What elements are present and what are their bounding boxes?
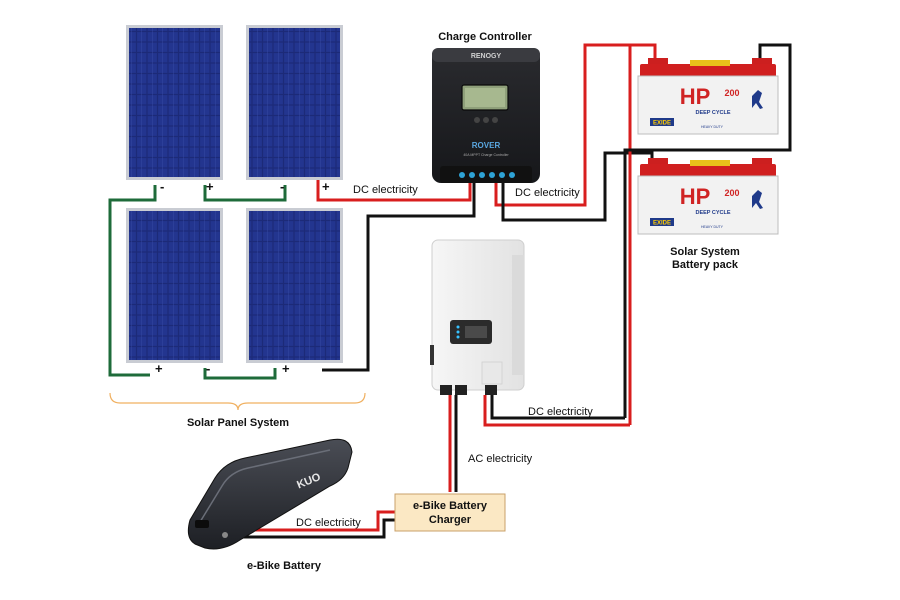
running-man-icon [752, 90, 763, 109]
red-wire-charger-to-ebike [240, 510, 395, 532]
battery-bottom-duty: HEAVY DUTY [701, 225, 724, 229]
battery-top: HP 200 DEEP CYCLE EXIDE HEAVY DUTY [637, 58, 779, 135]
controller-button-right [492, 117, 498, 123]
green-wire-p1-to-p2 [203, 185, 287, 202]
charge-controller-label: Charge Controller [438, 31, 532, 43]
terminal-p4-pos: + [282, 361, 290, 376]
panel-terminals: - + - + + - + - [155, 179, 330, 376]
black-wire-battery-to-inverter [490, 395, 625, 420]
solar-panel-1 [126, 25, 223, 180]
panel-system-label: Solar Panel System [187, 417, 289, 429]
terminal-p1-pos: + [206, 179, 214, 194]
solar-panel-2 [246, 25, 343, 180]
battery-bottom-model: HP [680, 184, 711, 209]
black-wire-battery-link [623, 43, 792, 418]
battery-top-maker: EXIDE [653, 121, 671, 127]
charger-label-line2: Charger [429, 514, 472, 526]
solar-panel-3 [126, 208, 223, 363]
red-wire-panel-to-controller [316, 180, 472, 202]
terminal-p2-pos: + [322, 179, 330, 194]
battery-top-type: DEEP CYCLE [695, 110, 730, 116]
terminal-p1-neg: - [160, 179, 164, 194]
controller-button-mid [483, 117, 489, 123]
solar-panel-4 [246, 208, 343, 363]
terminal-p3-neg: - [206, 361, 210, 376]
black-wire-charger-to-ebike [240, 518, 395, 539]
red-wire-controller-to-battery [494, 43, 657, 207]
panel-bracket [109, 392, 366, 411]
battery-top-capacity: 200 [724, 88, 739, 98]
red-wire-battery-link [628, 43, 655, 425]
dc-label-panel-controller: DC electricity [353, 184, 418, 196]
battery-top-duty: HEAVY DUTY [701, 125, 724, 129]
charger-label-line1: e-Bike Battery [413, 500, 488, 512]
ebike-charger: e-Bike Battery Charger [394, 493, 506, 532]
black-wire-panel-to-controller [322, 182, 476, 372]
terminal-p3-pos: + [155, 361, 163, 376]
green-wire-p3-to-p4 [203, 368, 277, 380]
controller-subtitle: 40A MPPT Charge Controller [463, 153, 509, 157]
battery-pack-label-line1: Solar System [670, 246, 740, 258]
red-wire-battery-to-inverter [483, 395, 630, 427]
charge-controller: RENOGY ROVER 40A MPPT Charge Controller [432, 48, 540, 183]
green-wire-p1-to-p3 [108, 185, 157, 377]
controller-button-left [474, 117, 480, 123]
ebike-battery: KUO [187, 438, 353, 550]
battery-bottom-type: DEEP CYCLE [695, 210, 730, 216]
battery-pack-label-line2: Battery pack [672, 259, 739, 271]
running-man-icon [752, 190, 763, 209]
battery-pack: HP 200 DEEP CYCLE EXIDE HEAVY DUTY HP 20… [637, 58, 779, 235]
solar-panel-array [126, 25, 343, 363]
ebike-port-icon [222, 532, 228, 538]
dc-label-charger-ebike: DC electricity [296, 517, 361, 529]
dc-label-controller-battery: DC electricity [515, 187, 580, 199]
dc-label-battery-inverter: DC electricity [528, 406, 593, 418]
battery-bottom-maker: EXIDE [653, 221, 671, 227]
terminal-p4-neg: - [324, 361, 328, 376]
wiring [108, 43, 792, 539]
ac-label-inverter-charger: AC electricity [468, 453, 533, 465]
controller-model: ROVER [472, 141, 501, 150]
battery-top-model: HP [680, 84, 711, 109]
terminal-p2-neg: - [280, 179, 284, 194]
controller-brand: RENOGY [471, 53, 502, 60]
black-wire-controller-to-battery [501, 151, 654, 222]
battery-bottom: HP 200 DEEP CYCLE EXIDE HEAVY DUTY [637, 158, 779, 235]
controller-terminal-block [440, 166, 532, 183]
inverter [430, 239, 525, 395]
battery-bottom-capacity: 200 [724, 188, 739, 198]
ebike-battery-label: e-Bike Battery [247, 560, 322, 572]
